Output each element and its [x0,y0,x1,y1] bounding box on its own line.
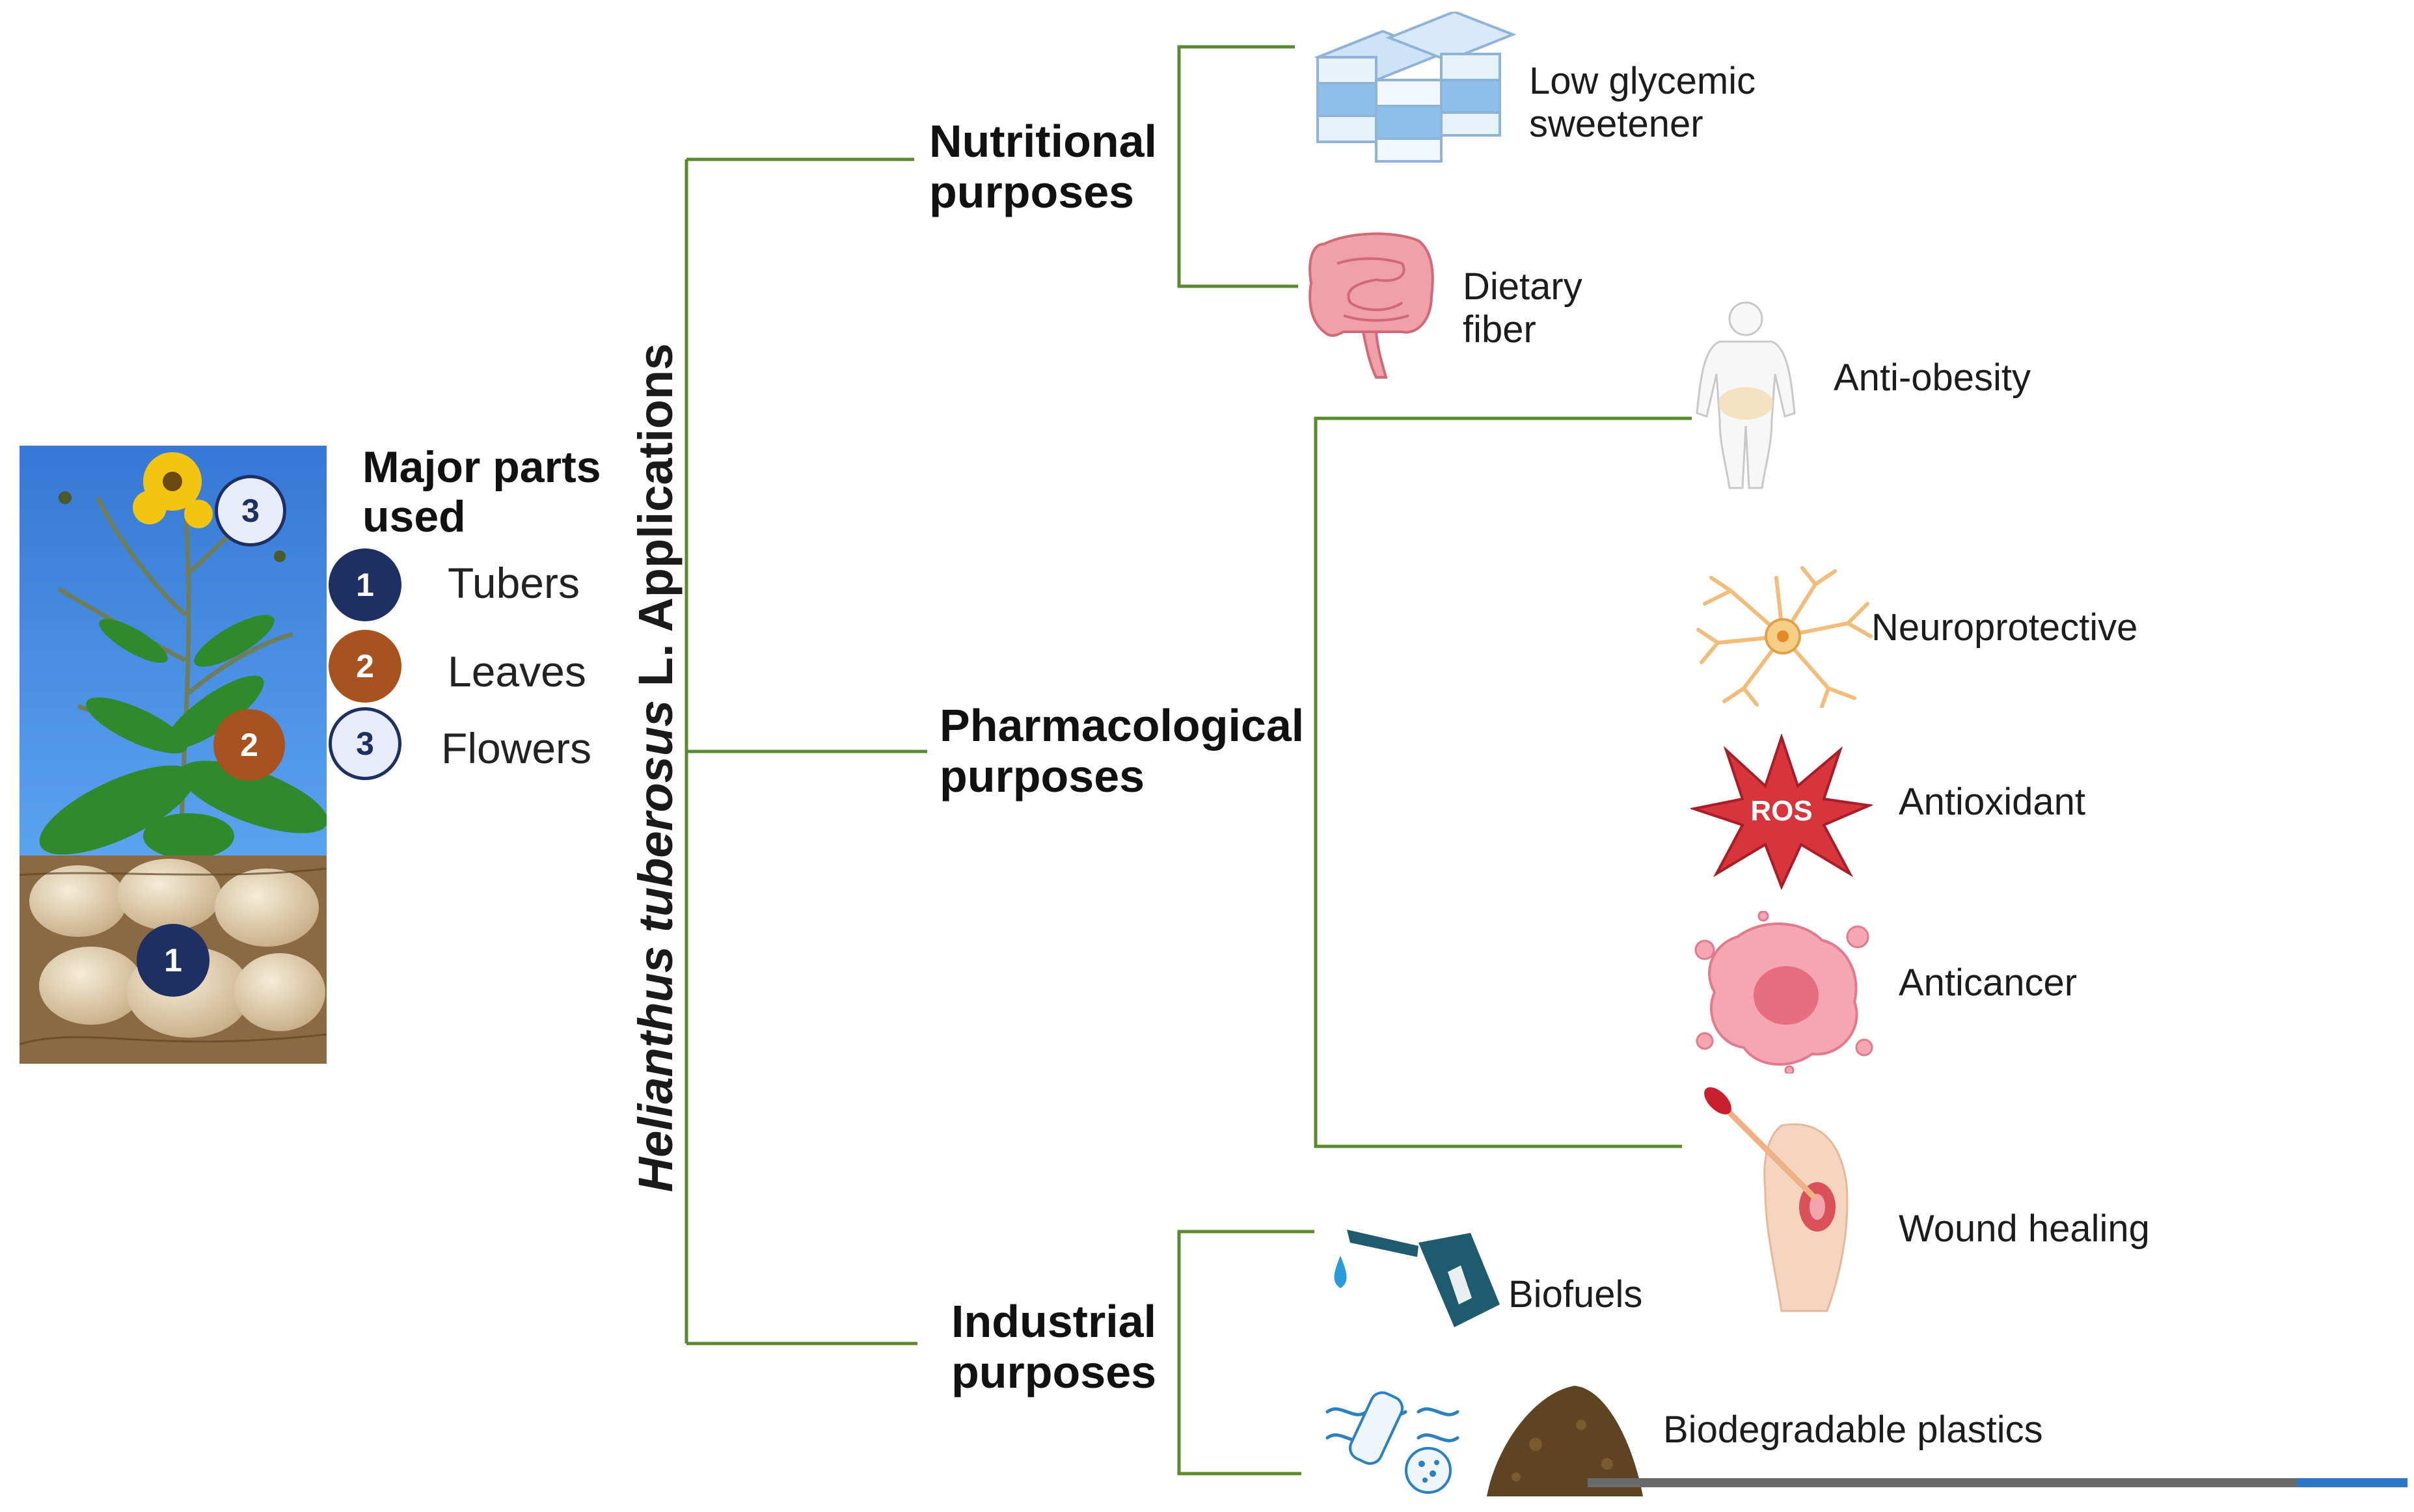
body-silhouette-icon [1696,301,1796,489]
item-anti-obesity: Anti-obesity [1834,357,2031,399]
part-label-leaves: Leaves [448,647,586,695]
item-anticancer: Anticancer [1899,962,2078,1004]
parts-heading: Major parts used [362,442,601,541]
badge-tubers-legend: 1 [329,548,401,621]
fuel-can-icon [1334,1230,1500,1327]
ros-text: ROS [1750,795,1812,827]
category-industrial-line2: purposes [951,1347,1157,1397]
category-pharmacological: Pharmacological purposes [940,700,1304,802]
badge-tubers-photo: 1 [137,924,210,997]
main-title-species: Helianthus tuberosus [629,699,683,1193]
category-industrial: Industrial purposes [951,1296,1156,1397]
pharmacological-bracket [1314,416,1692,1148]
nutritional-bracket [1177,45,1298,288]
category-nutritional: Nutritional purposes [929,116,1157,217]
wound-arm-icon [1704,1087,1849,1312]
part-label-flowers: Flowers [441,724,592,772]
category-industrial-line1: Industrial [951,1296,1157,1347]
item-biofuels: Biofuels [1508,1273,1643,1316]
main-title-suffix: L. Applications [629,343,683,687]
category-pharmacological-line2: purposes [940,751,1145,802]
item-low-glycemic-sweetener: Low glycemic sweetener [1529,60,1756,146]
category-nutritional-line1: Nutritional [929,116,1157,167]
intestine-icon [1309,232,1434,379]
yogurt-cups-icon [1314,12,1517,163]
item-antioxidant: Antioxidant [1899,781,2085,823]
neuron-icon [1696,566,1873,708]
bottom-bar-blue [2297,1478,2407,1487]
plant-photo [20,446,327,1064]
badge-leaves-legend: 2 [329,630,401,703]
badge-flowers-photo: 3 [215,475,286,547]
part-label-tubers: Tubers [448,559,580,607]
item-neuroprotective: Neuroprotective [1871,606,2138,649]
cancer-cell-icon [1694,911,1873,1073]
badge-flowers-legend: 3 [329,707,401,780]
industrial-bracket [1177,1230,1314,1476]
bottom-bar-gray [1588,1478,2297,1487]
compost-icon [1325,1386,1643,1496]
item-low-glycemic-line1: Low glycemic [1529,60,1756,102]
item-wound-healing: Wound healing [1899,1208,2150,1250]
item-biodegradable-plastics: Biodegradable plastics [1663,1409,2043,1451]
category-nutritional-line2: purposes [929,167,1135,217]
category-pharmacological-line1: Pharmacological [940,700,1305,751]
ros-burst-icon: ROS [1690,734,1873,890]
badge-leaves-photo: 2 [213,709,285,781]
item-low-glycemic-line2: sweetener [1529,103,1703,145]
item-dietary-fiber: Dietary fiber [1463,265,1582,351]
item-dietary-fiber-line2: fiber [1463,308,1536,351]
item-dietary-fiber-line1: Dietary [1463,265,1582,308]
main-title: Helianthus tuberosus L. Applications [628,312,699,1223]
